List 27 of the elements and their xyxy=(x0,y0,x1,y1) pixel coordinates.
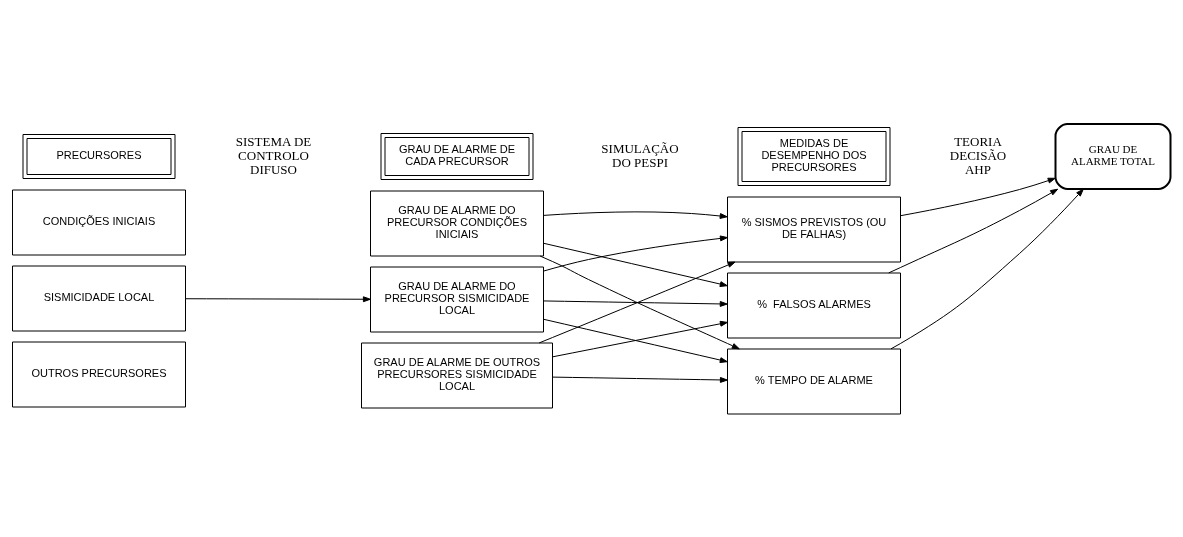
arrow xyxy=(543,318,728,363)
node-box: % FALSOS ALARMES xyxy=(727,272,901,338)
arrow xyxy=(543,299,728,307)
node-box: GRAU DE ALARME DO PRECURSOR CONDIÇÕES INICIAIS xyxy=(370,190,544,256)
node-box: GRAU DE ALARME DO PRECURSOR SISMICIDADE LOCAL xyxy=(370,266,544,332)
arrow xyxy=(543,210,728,219)
node-box: % SISMOS PREVISTOS (OU DE FALHAS) xyxy=(727,196,901,262)
arrow xyxy=(543,234,728,271)
node-box: GRAU DE ALARME TOTAL xyxy=(1054,122,1172,190)
label: SIMULAÇÃO DO PESPI xyxy=(601,140,679,170)
node-box: GRAU DE ALARME DE CADA PRECURSOR xyxy=(380,132,534,180)
arrow xyxy=(552,320,728,357)
arrow xyxy=(890,188,1084,349)
arrow xyxy=(888,188,1059,273)
arrow xyxy=(543,242,728,287)
node-box: SISMICIDADE LOCAL xyxy=(12,265,186,331)
node-box: % TEMPO DE ALARME xyxy=(727,348,901,414)
label: TEORIA DECISÃO AHP xyxy=(949,133,1007,177)
arrow xyxy=(552,376,728,383)
arrow xyxy=(900,177,1056,216)
node-box: MEDIDAS DE DESEMPENHO DOS PRECURSORES xyxy=(737,126,891,186)
node-box: OUTROS PRECURSORES xyxy=(12,341,186,407)
node-box: CONDIÇÕES INICIAIS xyxy=(12,189,186,255)
node-box: GRAU DE ALARME DE OUTROS PRECURSORES SISMICIDADE LOCAL xyxy=(361,342,553,408)
node-box: PRECURSORES xyxy=(22,133,176,179)
label: SISTEMA DE CONTROLO DIFUSO xyxy=(235,133,312,177)
arrow xyxy=(185,295,371,302)
